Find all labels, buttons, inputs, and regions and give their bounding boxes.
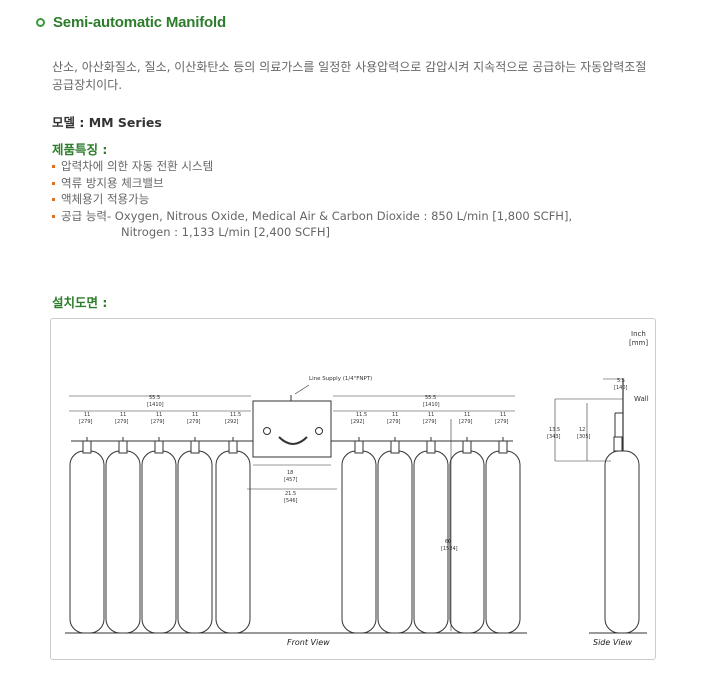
units-inch: Inch: [631, 330, 646, 338]
side-view: [554, 378, 640, 634]
cylinder-left-2: [105, 437, 141, 634]
product-description: 산소, 아산화질소, 질소, 이산화탄소 등의 의료가스를 일정한 사용압력으로…: [52, 60, 647, 92]
list-item: 압력차에 의한 자동 전환 시스템: [52, 158, 572, 175]
dim-left-total: 55.5: [149, 395, 160, 401]
cylinder-right-1: [341, 437, 377, 634]
dim-right-spacing-mm-4: [279]: [459, 419, 472, 425]
cylinder-right-4: [449, 437, 485, 634]
dim-right-total-mm: [1410]: [423, 402, 440, 408]
dim-left-spacing-4: 11: [192, 412, 198, 418]
dim-side-wall-mm: [140]: [614, 385, 627, 391]
dim-right-spacing-3: 11: [428, 412, 434, 418]
dim-right-spacing-5: 11: [500, 412, 506, 418]
bullet-icon: [52, 181, 55, 185]
dim-center-inner: 18: [287, 470, 293, 476]
dim-right-spacing-mm-5: [279]: [495, 419, 508, 425]
dim-left-spacing-mm-3: [279]: [151, 419, 164, 425]
dim-right-total: 55.5: [425, 395, 436, 401]
dim-center-outer: 21.5: [285, 491, 296, 497]
bullet-icon: [52, 198, 55, 201]
spacing-dimensions: 11[279]11[279]11[279]11[279]11.5[292]11.…: [79, 412, 508, 425]
dim-right-spacing-mm-2: [279]: [387, 419, 400, 425]
circle-bullet-icon: [36, 18, 45, 27]
cylinder-right-2: [377, 437, 413, 634]
page-title: Semi-automatic Manifold: [53, 14, 226, 31]
dim-left-spacing-mm-4: [279]: [187, 419, 200, 425]
side-view-label: Side View: [593, 638, 632, 647]
cylinder-left-1: [69, 437, 105, 634]
line-supply-label: Line Supply (1/4"FNPT): [309, 376, 372, 382]
cylinder-right-3: [413, 437, 449, 634]
installation-drawing: Inch [mm] Line Supply (1/4"FNPT) 55.5 [1…: [50, 318, 656, 660]
drawing-heading: 설치도면 :: [52, 295, 108, 310]
dim-side-h1-mm: [343]: [547, 434, 560, 440]
bullet-icon: [52, 214, 55, 218]
supply-continuation: Nitrogen : 1,133 L/min [2,400 SCFH]: [121, 225, 331, 239]
dim-right-spacing-4: 11: [464, 412, 470, 418]
dim-right-spacing-2: 11: [392, 412, 398, 418]
dim-left-spacing-3: 11: [156, 412, 162, 418]
dim-left-spacing-mm-1: [279]: [79, 419, 92, 425]
dim-left-spacing-mm-2: [279]: [115, 419, 128, 425]
cylinder-left-5: [215, 437, 251, 634]
features-heading: 제품특징 :: [52, 142, 108, 157]
dim-left-spacing-mm-5: [292]: [225, 419, 238, 425]
dim-left-spacing-2: 11: [120, 412, 126, 418]
manifold-diagram: Inch [mm] Line Supply (1/4"FNPT) 55.5 [1…: [65, 330, 649, 647]
cylinder-right-5: [485, 437, 521, 634]
model-label: 모델 : MM Series: [52, 115, 162, 130]
features-list: 압력차에 의한 자동 전환 시스템 역류 방지용 체크밸브 액체용기 적용가능 …: [52, 158, 572, 241]
units-mm: [mm]: [629, 339, 648, 347]
dim-left-spacing-1: 11: [84, 412, 90, 418]
dim-left-total-mm: [1410]: [147, 402, 164, 408]
front-view-label: Front View: [287, 638, 330, 647]
bullet-icon: [52, 165, 55, 168]
dim-right-spacing-mm-1: [292]: [351, 419, 364, 425]
dim-side-h1: 13.5: [549, 427, 560, 433]
manifold-panel: [252, 384, 332, 458]
list-item: 액체용기 적용가능: [52, 191, 572, 208]
dim-side-wall: 5.5: [617, 378, 625, 384]
wall-label: Wall: [634, 395, 649, 403]
dim-center-inner-mm: [457]: [284, 477, 297, 483]
dim-height-mm: [1524]: [441, 546, 458, 552]
list-item: 공급 능력- Oxygen, Nitrous Oxide, Medical Ai…: [52, 208, 572, 241]
cylinder-left-3: [141, 437, 177, 634]
section-header: Semi-automatic Manifold: [36, 14, 226, 31]
dim-side-h2: 12: [579, 427, 585, 433]
dim-center-outer-mm: [546]: [284, 498, 297, 504]
list-item: 역류 방지용 체크밸브: [52, 175, 572, 192]
cylinder-left-4: [177, 437, 213, 634]
dim-left-spacing-5: 11.5: [230, 412, 241, 418]
cylinders: [69, 437, 521, 634]
dim-side-h2-mm: [305]: [577, 434, 590, 440]
dim-height: 60: [445, 539, 451, 545]
dim-right-spacing-1: 11.5: [356, 412, 367, 418]
dim-right-spacing-mm-3: [279]: [423, 419, 436, 425]
